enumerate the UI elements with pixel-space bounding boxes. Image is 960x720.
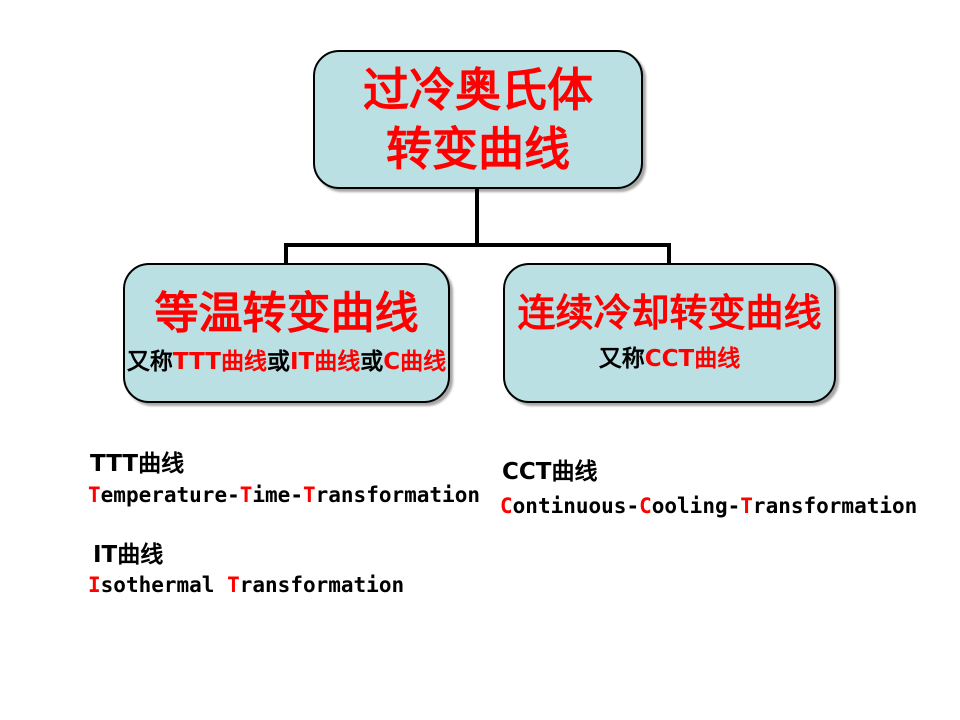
- note-ttt-expansion: Temperature-Time-Transformation: [88, 483, 480, 507]
- connector-root-stem: [475, 187, 479, 246]
- left-node-subtitle: 又称TTT曲线或IT曲线或C曲线: [126, 349, 447, 376]
- right-node-title: 连续冷却转变曲线: [517, 291, 822, 336]
- left-node-title: 等温转变曲线: [154, 287, 419, 339]
- note-ttt-label: TTT曲线: [90, 451, 185, 477]
- root-node-title-line1: 过冷奥氏体: [363, 62, 593, 117]
- connector-left-drop: [284, 243, 288, 264]
- note-cct-label: CCT曲线: [502, 459, 598, 485]
- root-node-title-line2: 转变曲线: [386, 121, 570, 176]
- right-node-subtitle: 又称CCT曲线: [598, 345, 741, 372]
- note-cct-expansion: Continuous-Cooling-Transformation: [500, 494, 918, 518]
- right-node-continuous-cooling-curve: 连续冷却转变曲线 又称CCT曲线: [503, 263, 836, 403]
- left-node-isothermal-curve: 等温转变曲线 又称TTT曲线或IT曲线或C曲线: [123, 263, 450, 403]
- note-it-expansion: Isothermal Transformation: [88, 573, 405, 597]
- root-node-supercooled-austenite: 过冷奥氏体 转变曲线: [313, 50, 643, 189]
- connector-right-drop: [667, 243, 671, 264]
- connector-horizontal-bar: [284, 243, 671, 247]
- note-it-label: IT曲线: [93, 542, 164, 568]
